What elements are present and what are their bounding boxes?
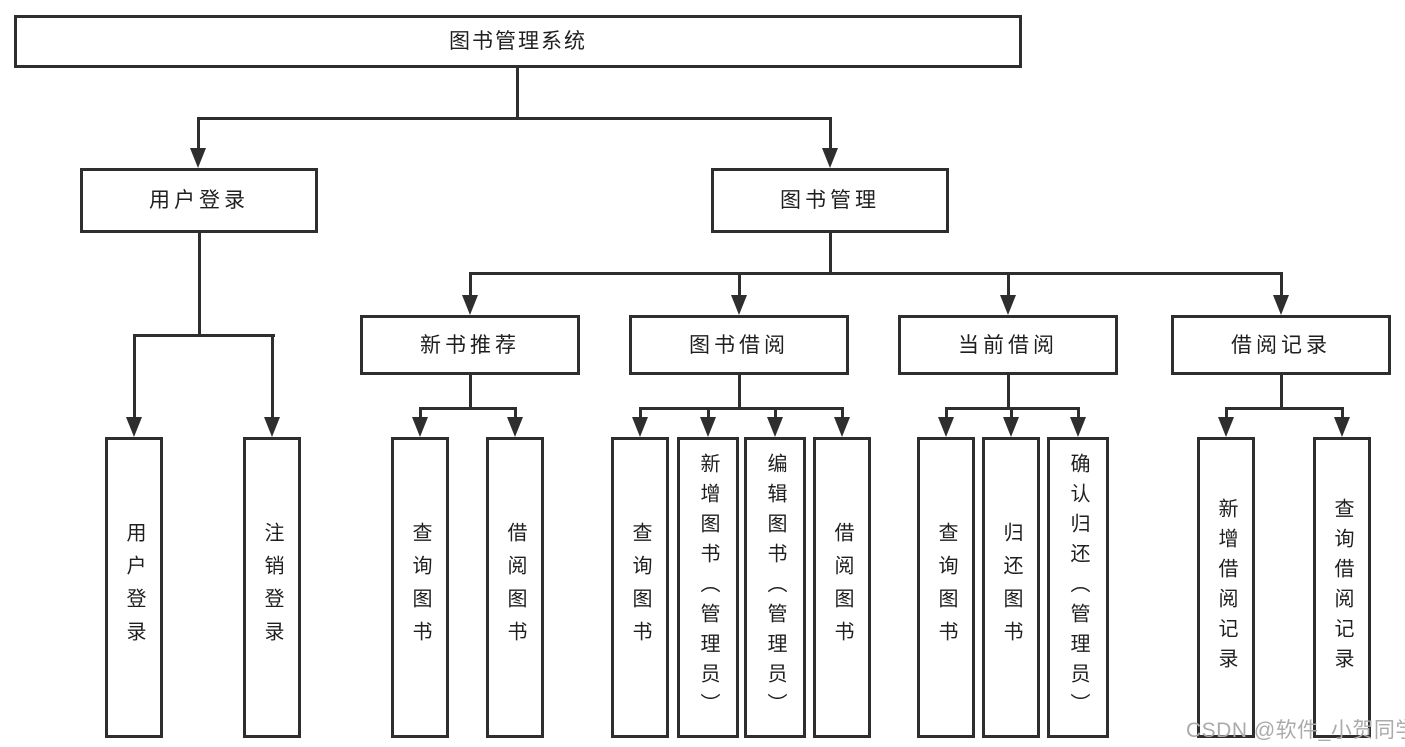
connector-g3-drop2 (1010, 407, 1013, 419)
node-current-borrow-label: 当前借阅 (958, 333, 1058, 357)
connector-drop-current-borrow (1007, 272, 1010, 297)
node-new-book-recommend: 新书推荐 (360, 315, 580, 375)
connector-g3-stem (1007, 374, 1010, 409)
arrowhead-new-book (462, 295, 478, 315)
arrowhead-leaf-user-login (126, 417, 142, 437)
arrowhead-g1-leaf2 (507, 417, 523, 437)
node-library-system-label: 图书管理系统 (449, 30, 587, 53)
node-new-book-recommend-label: 新书推荐 (420, 333, 520, 357)
node-book-borrow: 图书借阅 (629, 315, 849, 375)
leaf-query-books-borrow-label: 查询图书 (629, 521, 651, 654)
connector-g2-bus (639, 407, 843, 410)
connector-g1-drop2 (514, 407, 517, 419)
connector-drop-new-book (469, 272, 472, 297)
leaf-add-borrow-record: 新增借阅记录 (1197, 437, 1255, 738)
connector-g3-drop1 (945, 407, 948, 419)
leaf-edit-book-admin-label: 编辑图书（管理员） (764, 452, 786, 723)
connector-drop-user-login (197, 117, 200, 150)
connector-user-stem (198, 232, 201, 337)
leaf-query-borrow-record: 查询借阅记录 (1313, 437, 1371, 738)
connector-g2-drop2 (707, 407, 710, 419)
arrowhead-g4-leaf1 (1218, 417, 1234, 437)
connector-g2-drop1 (639, 407, 642, 419)
leaf-user-login: 用户登录 (105, 437, 163, 738)
leaf-borrow-books-recommend-label: 借阅图书 (504, 521, 526, 654)
connector-user-bus (133, 334, 275, 337)
leaf-logout-login-label: 注销登录 (261, 521, 283, 654)
leaf-logout-login: 注销登录 (243, 437, 301, 738)
arrowhead-leaf-logout (264, 417, 280, 437)
connector-drop-leaf-logout (271, 334, 274, 418)
node-current-borrow: 当前借阅 (898, 315, 1118, 375)
arrowhead-book-borrow (731, 295, 747, 315)
arrowhead-g2-leaf4 (834, 417, 850, 437)
node-book-management: 图书管理 (711, 168, 949, 233)
connector-g1-bus (419, 407, 517, 410)
arrowhead-current-borrow (1000, 295, 1016, 315)
leaf-edit-book-admin: 编辑图书（管理员） (744, 437, 806, 738)
leaf-return-books: 归还图书 (982, 437, 1040, 738)
connector-drop-leaf-user-login (133, 334, 136, 418)
node-library-system: 图书管理系统 (14, 15, 1022, 68)
leaf-return-books-label: 归还图书 (1000, 521, 1022, 654)
arrowhead-g2-leaf1 (632, 417, 648, 437)
arrowhead-g3-leaf2 (1003, 417, 1019, 437)
connector-g2-stem (738, 374, 741, 409)
arrowhead-book-management (822, 148, 838, 168)
leaf-query-books-current: 查询图书 (917, 437, 975, 738)
connector-mgmt-bus (469, 272, 1283, 275)
connector-g2-drop4 (841, 407, 844, 419)
leaf-query-books-recommend-label: 查询图书 (409, 521, 431, 654)
leaf-confirm-return-admin-label: 确认归还（管理员） (1067, 452, 1089, 723)
arrowhead-g3-leaf3 (1070, 417, 1086, 437)
node-book-borrow-label: 图书借阅 (689, 333, 789, 357)
leaf-borrow-books-2-label: 借阅图书 (831, 521, 853, 654)
leaf-user-login-label: 用户登录 (123, 521, 145, 654)
leaf-borrow-books-recommend: 借阅图书 (486, 437, 544, 738)
leaf-add-borrow-record-label: 新增借阅记录 (1215, 497, 1237, 678)
arrowhead-g4-leaf2 (1334, 417, 1350, 437)
connector-g1-stem (469, 374, 472, 409)
node-user-login: 用户登录 (80, 168, 318, 233)
leaf-query-books-current-label: 查询图书 (935, 521, 957, 654)
connector-drop-book-management (829, 117, 832, 150)
arrowhead-g3-leaf1 (938, 417, 954, 437)
leaf-query-books-borrow: 查询图书 (611, 437, 669, 738)
connector-drop-borrow-records (1280, 272, 1283, 297)
leaf-borrow-books-2: 借阅图书 (813, 437, 871, 738)
connector-g4-drop1 (1225, 407, 1228, 419)
connector-g4-stem (1280, 374, 1283, 409)
connector-root-bus (197, 117, 832, 120)
leaf-add-book-admin-label: 新增图书（管理员） (697, 452, 719, 723)
connector-g2-drop3 (774, 407, 777, 419)
connector-root-stem (516, 67, 519, 119)
leaf-add-book-admin: 新增图书（管理员） (677, 437, 739, 738)
connector-g3-drop3 (1077, 407, 1080, 419)
connector-g1-drop1 (419, 407, 422, 419)
leaf-query-borrow-record-label: 查询借阅记录 (1331, 497, 1353, 678)
arrowhead-g2-leaf2 (700, 417, 716, 437)
arrowhead-g1-leaf1 (412, 417, 428, 437)
node-book-management-label: 图书管理 (780, 189, 880, 212)
arrowhead-borrow-records (1273, 295, 1289, 315)
arrowhead-user-login (190, 148, 206, 168)
node-user-login-label: 用户登录 (149, 189, 249, 212)
node-borrow-records-label: 借阅记录 (1231, 333, 1331, 357)
csdn-watermark: CSDN @软件_小贺同学 (1186, 719, 1405, 742)
connector-mgmt-stem (829, 232, 832, 274)
connector-drop-book-borrow (738, 272, 741, 297)
connector-g4-drop2 (1341, 407, 1344, 419)
arrowhead-g2-leaf3 (767, 417, 783, 437)
node-borrow-records: 借阅记录 (1171, 315, 1391, 375)
connector-g4-bus (1225, 407, 1343, 410)
leaf-query-books-recommend: 查询图书 (391, 437, 449, 738)
leaf-confirm-return-admin: 确认归还（管理员） (1047, 437, 1109, 738)
